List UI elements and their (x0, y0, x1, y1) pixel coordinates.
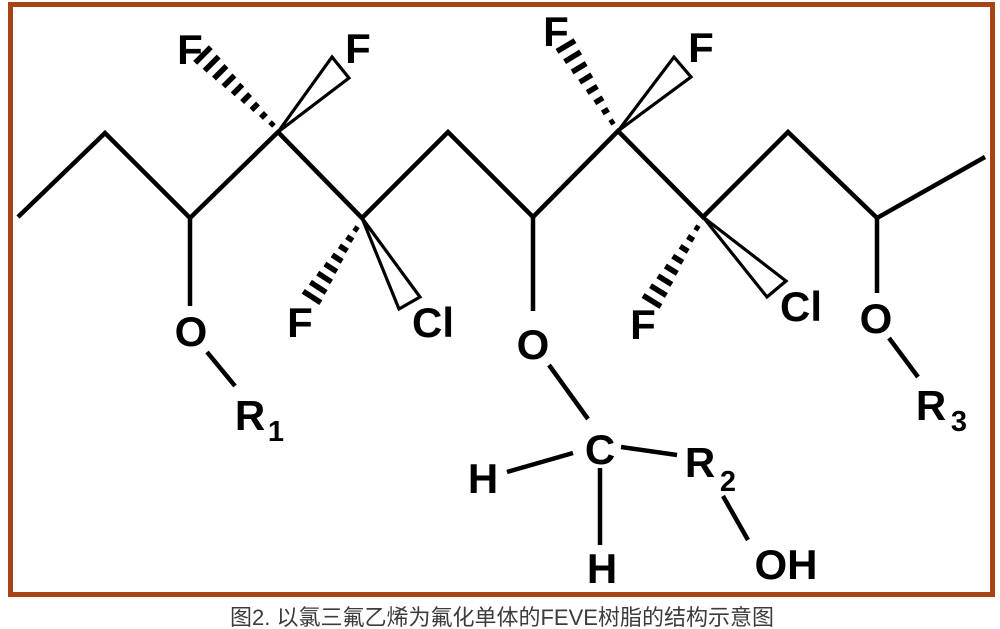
hash-mark-wedge-2 (608, 118, 616, 126)
hash-mark-wedge-4 (663, 263, 679, 276)
group-r2-subscript: 2 (720, 466, 736, 498)
hash-mark-wedge-2 (570, 61, 588, 75)
bond-r2-to-oh (721, 494, 750, 542)
atom-f-wedge-1: F (345, 25, 371, 72)
hash-mark-wedge-2 (578, 72, 594, 85)
atom-f-wedge-2: F (688, 24, 714, 71)
atom-o-left: O (175, 308, 208, 355)
hash-mark-wedge-4 (686, 234, 696, 243)
hash-mark-wedge-2 (585, 84, 599, 95)
hash-mark-wedge-3 (345, 234, 355, 243)
hash-mark-wedge-4 (656, 273, 674, 287)
figure-border (8, 2, 995, 597)
hash-mark-wedge-3 (323, 261, 339, 275)
hash-mark-wedge-4 (641, 293, 663, 309)
atom-f-hashed-2: F (543, 8, 569, 55)
atom-c-central: C (585, 426, 615, 473)
group-r2: R (685, 439, 715, 486)
single-bonds (187, 217, 920, 545)
hash-mark-wedge-3 (330, 252, 344, 264)
atom-f-hashed-1: F (177, 26, 203, 73)
wedge-bond-f-top-1 (276, 54, 352, 134)
group-r1: R (235, 392, 265, 439)
hash-mark-wedge-1 (230, 82, 245, 97)
open-wedge-bonds (276, 54, 789, 312)
hash-mark-wedge-1 (193, 45, 213, 65)
hash-mark-wedge-4 (678, 243, 690, 254)
hash-mark-wedge-3 (308, 279, 328, 295)
hash-mark-wedge-1 (249, 101, 260, 112)
atom-labels: F F F F F Cl F Cl O O O C H H OH R 1 R 2… (175, 8, 967, 592)
hash-mark-wedge-1 (240, 92, 253, 105)
atom-f-hashed-3: F (287, 299, 313, 346)
wedge-bond-cl-2 (701, 215, 789, 300)
bond-c-to-r2 (620, 444, 678, 458)
hash-mark-wedge-3 (301, 288, 323, 306)
group-r3: R (916, 382, 946, 429)
atom-h-bottom: H (587, 545, 617, 592)
polymer-backbone-bond (16, 127, 987, 222)
hash-mark-wedge-2 (555, 38, 577, 54)
hash-mark-wedge-1 (258, 110, 268, 120)
hash-mark-wedge-3 (316, 270, 333, 285)
hash-mark-wedge-2 (600, 106, 610, 116)
hash-mark-wedge-4 (671, 253, 685, 265)
hash-mark-wedge-1 (221, 73, 237, 89)
atom-cl-1: Cl (412, 299, 454, 346)
bond-c-to-h-left (506, 450, 574, 475)
atom-o-right: O (860, 295, 893, 342)
hash-mark-wedge-2 (593, 95, 605, 106)
hash-mark-wedge-1 (268, 120, 276, 128)
hashed-wedge-bonds (193, 38, 701, 309)
group-r1-subscript: 1 (268, 416, 284, 448)
atom-f-hashed-4: F (630, 301, 656, 348)
bond-o-to-r1 (205, 350, 237, 388)
hash-mark-wedge-1 (212, 64, 229, 81)
atom-cl-2: Cl (780, 283, 822, 330)
figure-caption: 图2. 以氯三氟乙烯为氟化单体的FEVE树脂的结构示意图 (230, 605, 774, 629)
hash-mark-wedge-4 (649, 283, 668, 298)
bond-o-to-r3 (887, 336, 920, 379)
hash-mark-wedge-3 (337, 243, 349, 254)
atom-oh: OH (755, 541, 818, 588)
wedge-bond-cl-1 (360, 217, 423, 312)
hash-mark-wedge-1 (202, 54, 221, 73)
group-r3-subscript: 3 (951, 406, 967, 438)
hash-mark-wedge-2 (563, 49, 583, 65)
wedge-bond-f-top-2 (616, 54, 694, 133)
bond-o-to-central-c (547, 363, 590, 421)
atom-o-center: O (517, 321, 550, 368)
hash-mark-wedge-4 (693, 224, 701, 232)
atom-h-left: H (468, 455, 498, 502)
hash-mark-wedge-3 (352, 225, 360, 233)
